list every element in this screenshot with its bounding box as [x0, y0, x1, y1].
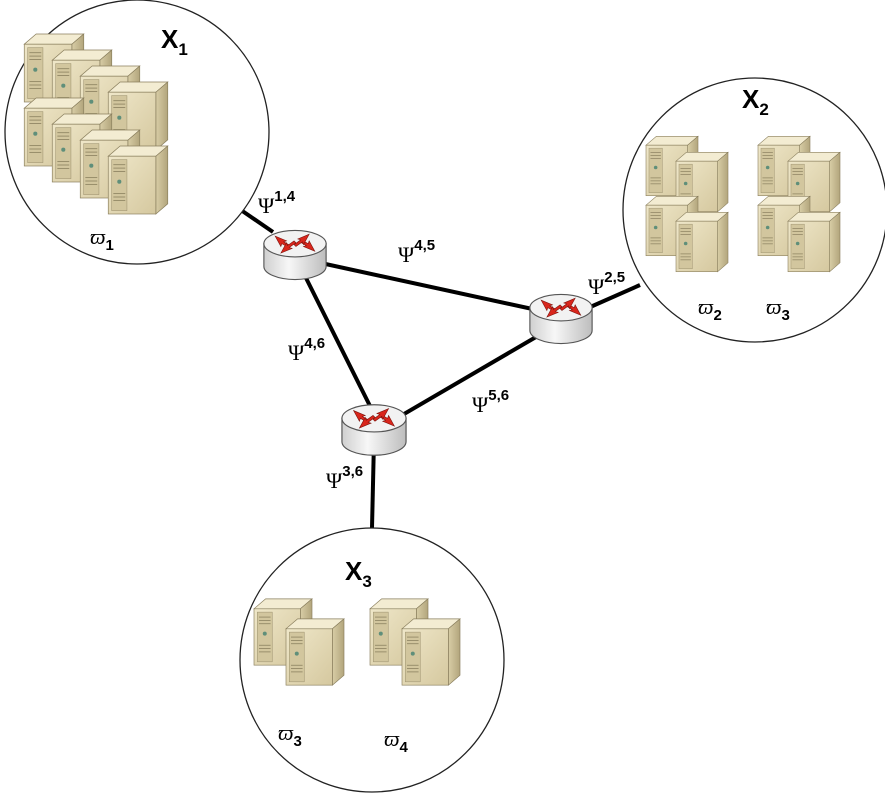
cluster-label: X3	[345, 556, 372, 591]
link-label: Ψ2,5	[588, 269, 625, 299]
server-group-label: ϖ4	[384, 726, 409, 756]
cluster-label: X2	[742, 84, 769, 119]
link-label: Ψ3,6	[326, 463, 363, 493]
cluster-x2: X2 ϖ2 ϖ3	[622, 77, 885, 343]
router-icon	[263, 229, 327, 281]
router-icon	[341, 404, 407, 456]
server-group-label: ϖ2	[698, 294, 722, 324]
link-4-6	[304, 277, 374, 411]
server-group-label: ϖ3	[766, 294, 790, 324]
cluster-x1: X1 ϖ1	[4, 0, 270, 265]
server-icon	[401, 618, 461, 686]
link-2-5	[587, 283, 641, 310]
cluster-label: X1	[161, 24, 188, 59]
server-icon	[285, 618, 345, 686]
link-label: Ψ1,4	[258, 188, 296, 218]
server-icon	[787, 211, 841, 273]
link-1-4	[236, 206, 275, 234]
server-group-label: ϖ1	[90, 224, 114, 254]
router-icon	[529, 293, 593, 345]
server-icon	[107, 145, 169, 215]
link-4-5	[297, 256, 561, 317]
link-label: Ψ5,6	[472, 387, 509, 417]
server-icon	[675, 211, 729, 273]
cluster-x3: X3 ϖ3 ϖ4	[239, 527, 505, 793]
server-group-label: ϖ3	[278, 720, 302, 750]
link-5-6	[378, 328, 550, 430]
link-label: Ψ4,5	[398, 237, 435, 267]
link-label: Ψ4,6	[288, 335, 325, 365]
